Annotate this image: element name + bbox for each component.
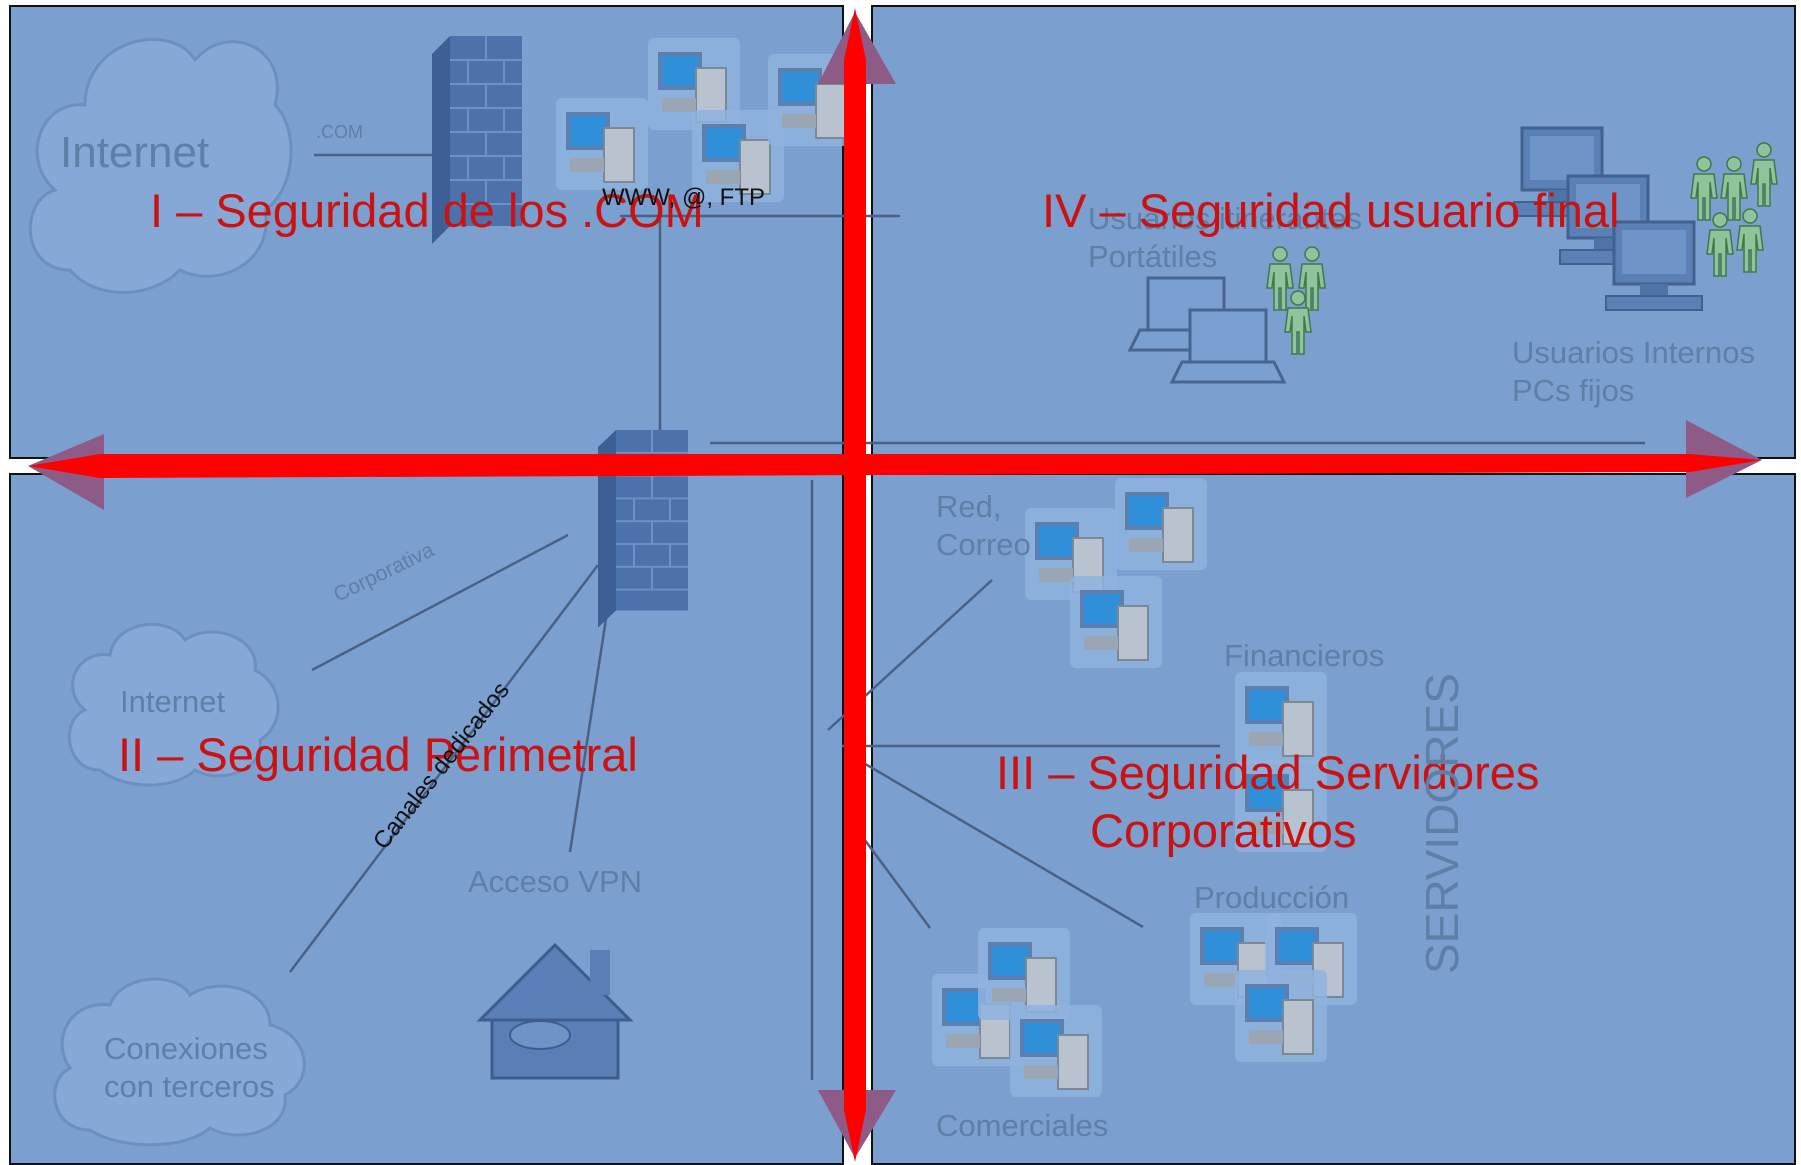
q1-com-label: .COM [316, 122, 363, 142]
q4-internos-label: Usuarios Internos PCs fijos [1512, 334, 1755, 410]
server-icon [1114, 477, 1208, 571]
q1-services-label: WWW, @, FTP [602, 184, 765, 211]
server-icon [1009, 1004, 1103, 1098]
q2-vpn-label: Acceso VPN [468, 864, 643, 899]
desktop-pc-icon [1604, 220, 1704, 312]
q2-internet-label: Internet [120, 684, 226, 719]
vpn-home-router-icon [476, 942, 634, 1080]
q4-internos-line1: Usuarios Internos [1512, 335, 1755, 370]
q3-title-line1: III – Seguridad Servidores [996, 746, 1540, 799]
q4-itinerantes-label: Usuarios itinerantes Portátiles [1088, 200, 1362, 276]
server-icon [1069, 575, 1163, 669]
q4-itinerantes-line2: Portátiles [1088, 239, 1218, 274]
connector-line [849, 753, 1144, 929]
q2-terceros-line2: con terceros [104, 1069, 275, 1104]
connector-line [568, 579, 614, 853]
connector-line [289, 564, 599, 973]
q3-red-correo-line2: Correo [936, 527, 1031, 562]
connector-line [311, 533, 569, 672]
internet-cloud-icon [28, 37, 293, 294]
q3-produccion-label: Producción [1194, 880, 1350, 915]
terceros-cloud-icon [53, 977, 306, 1147]
q2-terceros-label: Conexiones con terceros [104, 1030, 275, 1106]
q3-red-correo-line1: Red, [936, 489, 1002, 524]
internet-cloud-icon [68, 623, 280, 787]
q2-terceros-line1: Conexiones [104, 1031, 268, 1066]
server-icon [1234, 969, 1328, 1063]
q4-title: IV – Seguridad usuario final [1042, 184, 1620, 237]
q3-title: III – Seguridad Servidores Corporativos [996, 744, 1539, 860]
q3-red-correo-label: Red, Correo [936, 488, 1031, 564]
q1-title: I – Seguridad de los .COM [150, 184, 704, 237]
q3-servidores-label: SERVIDORES [1416, 673, 1468, 974]
server-icon [555, 97, 649, 191]
q4-internos-line2: PCs fijos [1512, 373, 1635, 408]
q4-itinerantes-line1: Usuarios itinerantes [1088, 201, 1362, 236]
q3-title-line2: Corporativos [1090, 804, 1357, 857]
horizontal-axis-arrow [28, 454, 1762, 478]
q2-title: II – Seguridad Perimetral [118, 728, 638, 781]
q3-financieros-label: Financieros [1224, 638, 1385, 673]
q3-comerciales-label: Comerciales [936, 1108, 1109, 1143]
vertical-axis-arrow [844, 8, 866, 1162]
laptop-icon [1170, 308, 1286, 384]
q1-internet-label: Internet [60, 128, 210, 177]
